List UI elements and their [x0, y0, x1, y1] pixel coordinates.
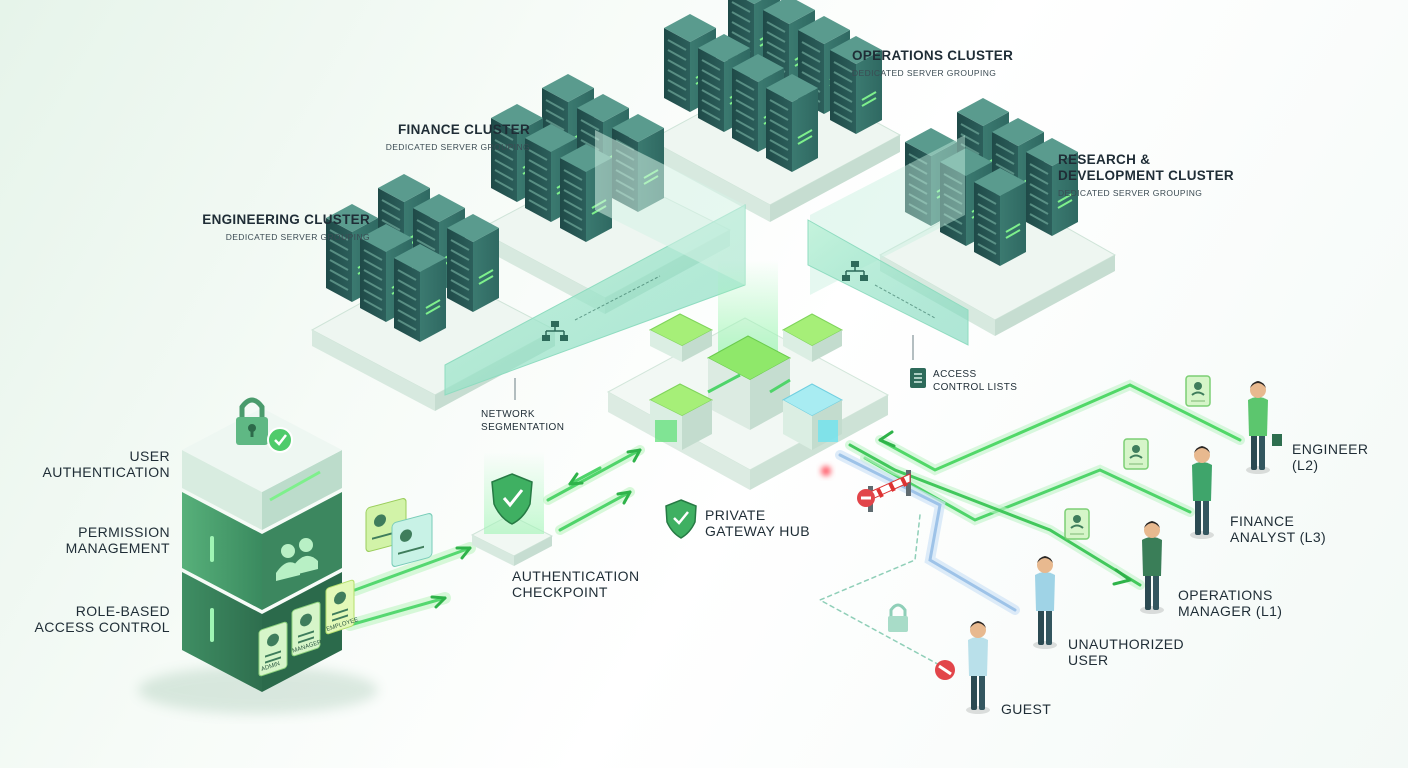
cluster-title: OPERATIONS CLUSTER	[852, 48, 1014, 63]
engineer-label: ENGINEER (L2)	[1292, 441, 1368, 473]
label-line1: GUEST	[1001, 701, 1052, 717]
label-line1: ACCESS	[933, 369, 977, 380]
label-line1: USER	[129, 448, 170, 464]
private-gateway-hub[interactable]	[606, 260, 890, 490]
user-finance-analyst[interactable]	[1190, 446, 1214, 539]
label-line1: OPERATIONS	[1178, 587, 1273, 603]
network-segmentation-wall-right	[807, 135, 969, 346]
engineering-cluster-label: ENGINEERING CLUSTER DEDICATED SERVER GRO…	[170, 212, 370, 245]
guest-label: GUEST	[1001, 701, 1051, 717]
alert-light	[821, 466, 831, 476]
label-line2: USER	[1068, 652, 1109, 668]
label-line1: UNAUTHORIZED	[1068, 636, 1185, 652]
checkmark-icon	[267, 427, 293, 453]
cluster-title: FINANCE CLUSTER	[398, 122, 530, 137]
label-line2: (L2)	[1292, 457, 1319, 473]
no-entry-icon	[935, 660, 955, 680]
people-icon	[276, 538, 318, 581]
authentication-checkpoint[interactable]	[470, 452, 554, 566]
cluster-title-line2: DEVELOPMENT CLUSTER	[1058, 168, 1234, 183]
cluster-title-line1: RESEARCH &	[1058, 152, 1151, 167]
label-line1: AUTHENTICATION	[512, 568, 640, 584]
access-control-lists-label: ACCESS CONTROL LISTS	[933, 368, 1017, 394]
user-operations-manager[interactable]	[1140, 521, 1164, 614]
label-line2: CHECKPOINT	[512, 584, 608, 600]
cluster-subtitle: DEDICATED SERVER GROUPING	[852, 68, 997, 78]
network-segmentation-wall-left	[444, 130, 746, 396]
checkpoint-to-gateway-arrows	[543, 445, 645, 535]
label-line1: NETWORK	[481, 409, 535, 420]
label-line2: MANAGEMENT	[65, 540, 170, 556]
blocked-flow-lines	[818, 450, 1020, 669]
user-guest[interactable]	[966, 621, 990, 714]
cluster-subtitle: DEDICATED SERVER GROUPING	[1058, 188, 1203, 198]
gate-barrier-icon	[857, 470, 911, 512]
operations-cluster-label: OPERATIONS CLUSTER DEDICATED SERVER GROU…	[852, 48, 1013, 81]
operations-manager-label: OPERATIONS MANAGER (L1)	[1178, 587, 1282, 619]
shield-icon	[491, 473, 533, 525]
authorized-flow-lines	[845, 379, 1245, 590]
label-line2: GATEWAY HUB	[705, 523, 811, 539]
network-segmentation-label: NETWORK SEGMENTATION	[481, 408, 564, 434]
label-line1: PRIVATE	[705, 507, 766, 523]
permission-management-label: PERMISSION MANAGEMENT	[20, 524, 170, 556]
label-line2: MANAGER (L1)	[1178, 603, 1283, 619]
operations-cluster[interactable]	[648, 0, 902, 222]
label-line1: ENGINEER	[1292, 441, 1369, 457]
user-engineer[interactable]	[1246, 381, 1282, 474]
cluster-subtitle: DEDICATED SERVER GROUPING	[225, 232, 370, 242]
unauthorized-user-label: UNAUTHORIZED USER	[1068, 636, 1184, 668]
gateway-shield-icon	[665, 499, 697, 539]
id-badge-icon	[365, 498, 433, 567]
padlock-icon	[888, 603, 908, 632]
role-badges	[258, 579, 355, 677]
finance-analyst-label: FINANCE ANALYST (L3)	[1230, 513, 1326, 545]
gateway-hub-label: PRIVATE GATEWAY HUB	[705, 507, 810, 539]
label-line2: ACCESS CONTROL	[34, 619, 170, 635]
network-tree-icon	[542, 321, 568, 341]
label-line2: AUTHENTICATION	[42, 464, 170, 480]
padlock-icon	[236, 397, 268, 445]
cluster-title: ENGINEERING CLUSTER	[202, 212, 370, 227]
finance-cluster-label: FINANCE CLUSTER DEDICATED SERVER GROUPIN…	[330, 122, 530, 155]
network-tree-icon	[842, 261, 868, 281]
access-control-tower[interactable]	[138, 397, 433, 714]
authentication-checkpoint-label: AUTHENTICATION CHECKPOINT	[512, 568, 639, 600]
label-line2: SEGMENTATION	[481, 422, 565, 433]
label-line1: FINANCE	[1230, 513, 1295, 529]
label-line2: CONTROL LISTS	[933, 382, 1018, 393]
research-cluster-label: RESEARCH & DEVELOPMENT CLUSTER DEDICATED…	[1058, 152, 1234, 201]
label-line2: ANALYST (L3)	[1230, 529, 1327, 545]
label-line1: PERMISSION	[78, 524, 170, 540]
document-icon	[910, 368, 926, 388]
user-authentication-label: USER AUTHENTICATION	[20, 448, 170, 480]
label-line1: ROLE-BASED	[75, 603, 170, 619]
tower-to-checkpoint-arrows	[344, 542, 476, 631]
user-unauthorized[interactable]	[1033, 556, 1057, 649]
role-based-access-control-label: ROLE-BASED ACCESS CONTROL	[20, 603, 170, 635]
cluster-subtitle: DEDICATED SERVER GROUPING	[385, 142, 530, 152]
